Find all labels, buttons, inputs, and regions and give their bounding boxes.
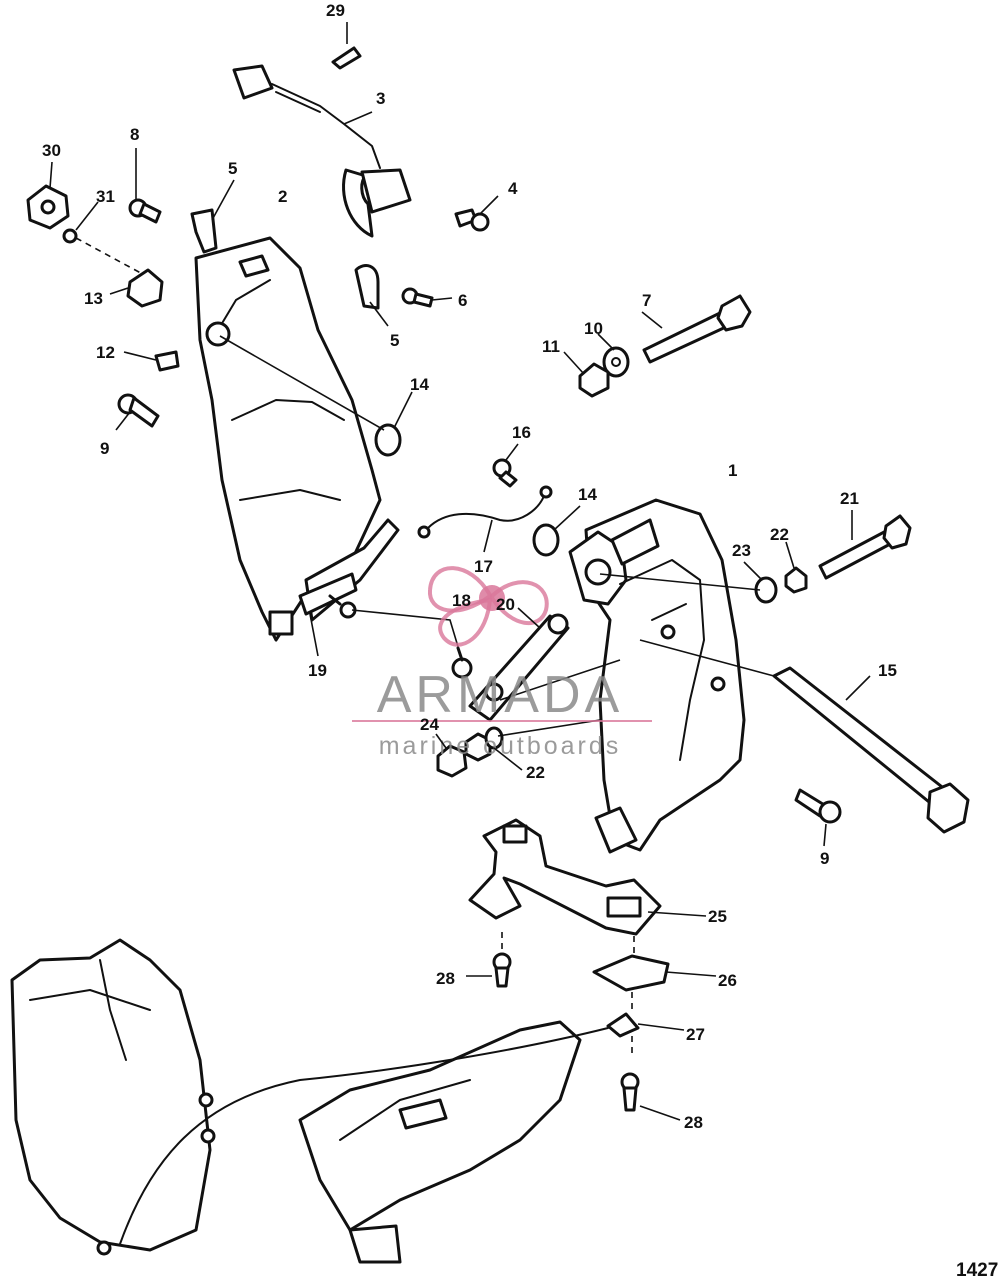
callout-9-left: 9 (100, 439, 109, 458)
callout-6: 6 (458, 291, 467, 310)
part-bolt (794, 788, 842, 824)
callout-14-lower: 14 (578, 485, 597, 504)
part-block (592, 954, 670, 992)
callout-19: 19 (308, 661, 327, 680)
part-screw (328, 594, 357, 619)
part-support-bracket (468, 818, 662, 936)
callout-1: 1 (728, 461, 737, 480)
callout-15: 15 (878, 661, 897, 680)
callout-17: 17 (474, 557, 493, 576)
callout-10: 10 (584, 319, 603, 338)
callout-5: 5 (228, 159, 237, 178)
callout-leaders (49, 22, 871, 1121)
part-gear-housing (10, 938, 216, 1252)
part-nut (784, 566, 808, 594)
callout-7: 7 (642, 291, 651, 310)
part-lock-nut (126, 268, 164, 308)
part-grease-fitting (154, 350, 180, 372)
callout-12: 12 (96, 343, 115, 362)
callout-28-upper: 28 (436, 969, 455, 988)
part-o-ring (62, 228, 78, 244)
callout-14-upper: 14 (410, 375, 429, 394)
watermark-underline (352, 720, 652, 722)
part-ground-wire (417, 485, 553, 539)
callout-31: 31 (96, 187, 115, 206)
part-fitting (606, 1012, 640, 1038)
watermark: ARMADA marine outboards (352, 566, 652, 760)
part-tilt-lever (468, 613, 570, 722)
part-anode-plate (298, 572, 358, 616)
part-bolt (128, 198, 162, 224)
part-clamp-bracket-right (568, 498, 746, 854)
callout-30: 30 (42, 141, 61, 160)
callout-21: 21 (840, 489, 859, 508)
part-washer (374, 423, 402, 457)
part-nut (436, 744, 468, 778)
callout-8: 8 (130, 125, 139, 144)
callout-29: 29 (326, 1, 345, 20)
callout-9-right: 9 (820, 849, 829, 868)
part-tilt-tube (772, 666, 970, 834)
part-clip (354, 264, 380, 310)
callout-22-lower: 22 (526, 763, 545, 782)
watermark-brand: ARMADA (377, 666, 623, 724)
callout-23: 23 (732, 541, 751, 560)
part-nut (26, 184, 70, 230)
part-bolt (117, 393, 160, 428)
part-screw (401, 287, 434, 308)
part-clamp-bracket-left (194, 236, 400, 642)
watermark-tagline: marine outboards (379, 732, 622, 760)
callout-28-lower: 28 (684, 1113, 703, 1132)
part-clip (190, 208, 218, 254)
figure-number: 1427 (956, 1260, 998, 1280)
part-pin (331, 46, 362, 70)
part-screw (492, 458, 518, 488)
callout-13: 13 (84, 289, 103, 308)
part-swivel-housing (298, 1020, 582, 1264)
callout-numbers: 1 2 3 4 5 5 6 7 8 9 9 10 11 12 13 14 14 … (42, 1, 897, 1132)
callout-3: 3 (376, 89, 385, 108)
part-long-bolt (642, 294, 752, 364)
callout-22-upper: 22 (770, 525, 789, 544)
part-screw (454, 208, 490, 232)
callout-26: 26 (718, 971, 737, 990)
part-screw (620, 1072, 640, 1112)
callout-25: 25 (708, 907, 727, 926)
callout-11: 11 (542, 337, 560, 356)
callout-4: 4 (508, 179, 518, 198)
part-screw (492, 952, 512, 988)
propeller-logo (427, 566, 549, 647)
part-nut (464, 732, 492, 762)
callout-27: 27 (686, 1025, 705, 1044)
part-washer (532, 523, 560, 557)
part-nut (578, 362, 610, 398)
callout-18: 18 (452, 591, 471, 610)
part-bolt (818, 514, 912, 580)
callout-24: 24 (420, 715, 439, 734)
callout-2: 2 (278, 187, 287, 206)
callout-20: 20 (496, 595, 515, 614)
part-washer (602, 346, 630, 378)
callout-16: 16 (512, 423, 531, 442)
callout-5-lower: 5 (390, 331, 399, 350)
